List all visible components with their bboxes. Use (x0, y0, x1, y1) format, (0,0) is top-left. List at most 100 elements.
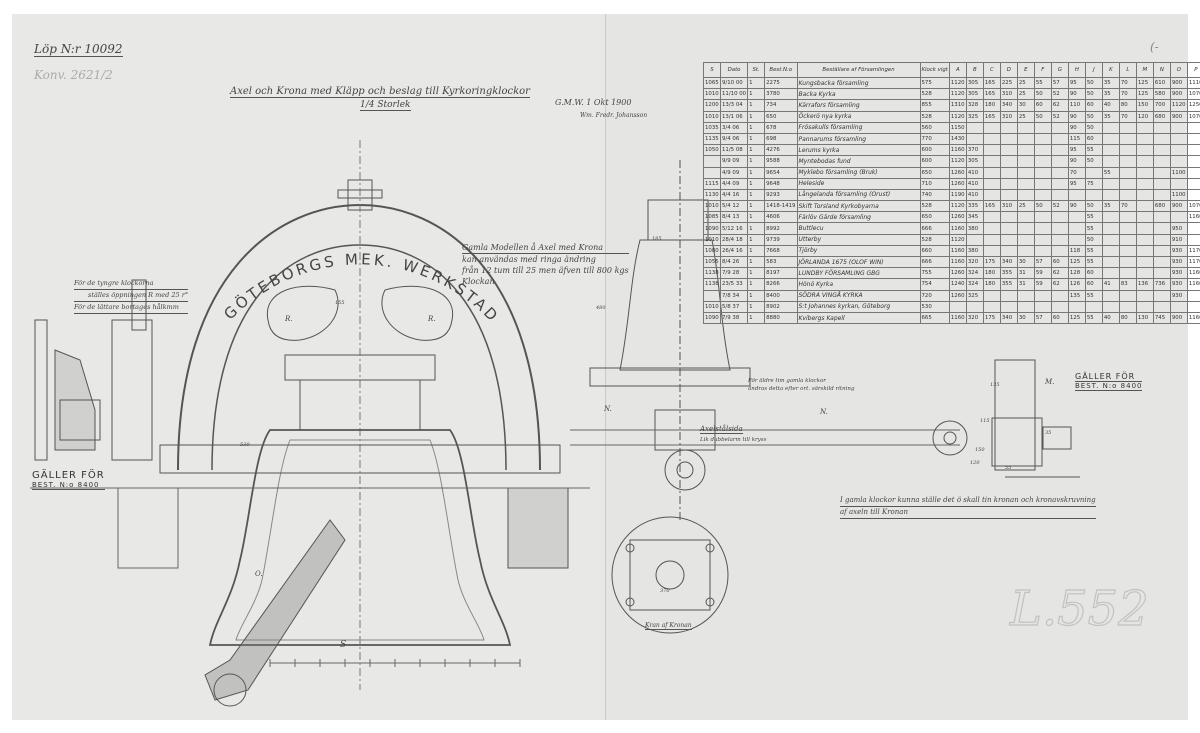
ledger-cell: 678 (764, 121, 798, 134)
ledger-cell: 1115 (703, 177, 721, 190)
ledger-cell: 740 (919, 188, 950, 202)
ledger-cell: 55 (1084, 255, 1103, 269)
ledger-cell: 1120 (948, 88, 967, 101)
ledger-cell (1186, 300, 1200, 313)
ledger-cell (1016, 155, 1035, 168)
ledger-cell: Skift Torsland Kyrkobyarna (796, 200, 921, 213)
ledger-cell: 28/4 18 (719, 233, 749, 246)
ledger-cell (1186, 222, 1200, 235)
ledger-cell (1101, 144, 1120, 157)
ledger-cell: 1010 (703, 110, 721, 123)
ledger-cell: 1100 (1169, 188, 1188, 202)
ledger-cell: 25 (1016, 110, 1035, 123)
ledger-cell: 62 (1050, 278, 1069, 291)
ledger-cell: 1170 (1186, 244, 1200, 258)
crown-view-label: Kran af Kronan (645, 622, 692, 630)
ledger-cell: 666 (919, 255, 950, 269)
ledger-cell: 30 (1016, 255, 1035, 269)
ledger-cell (1050, 233, 1069, 246)
ledger-cell (1186, 233, 1200, 246)
ledger-cell (1169, 177, 1188, 190)
galler-for-left: GÄLLER FÖR BEST. N:o 8400 (32, 470, 105, 490)
ledger-cell: 575 (919, 76, 950, 90)
ledger-cell: 1 (747, 88, 766, 101)
ledger-cell (1033, 155, 1052, 168)
ledger-cell (1152, 211, 1171, 224)
bottom-right-note: I gamla klockor kunna ställe det ö skall… (840, 495, 1096, 519)
ledger-cell: 1080 (703, 244, 721, 258)
ledger-cell: 1418-1419 (764, 200, 798, 213)
ledger-cell: 560 (919, 121, 950, 134)
ledger-cell: 40 (1101, 99, 1120, 112)
ledger-cell (1101, 177, 1120, 190)
ledger-cell: 370 (965, 144, 984, 157)
ledger-cell (1067, 188, 1086, 202)
ledger-cell: 80 (1118, 311, 1137, 325)
ledger-cell (1101, 255, 1120, 269)
ledger-cell: 9/9 09 (719, 155, 749, 168)
ledger-cell (1084, 300, 1103, 313)
signature-date: G.M.W. 1 Okt 1900 (555, 98, 632, 107)
ledger-cell (965, 300, 984, 313)
ledger-cell: 680 (1152, 110, 1171, 123)
ledger-cell: 90 (1067, 88, 1086, 101)
ledger-cell (1169, 300, 1188, 313)
ledger-cell (1050, 211, 1069, 224)
ledger-cell: 355 (999, 278, 1018, 291)
ledger-column-header: C (982, 62, 1001, 78)
ledger-cell (1118, 144, 1137, 157)
bell-outline (159, 354, 561, 646)
ledger-cell: 755 (919, 267, 950, 280)
ledger-cell: Långelanda församling (Orust) (796, 188, 921, 202)
ledger-cell (1118, 155, 1137, 168)
ledger-cell: 355 (999, 267, 1018, 280)
konv-number: Konv. 2621/2 (34, 68, 113, 82)
ledger-cell (1152, 144, 1171, 157)
ledger-cell (1135, 267, 1154, 280)
note-line: från 12 tum till 25 men äfven till 800 k… (462, 266, 629, 275)
axel-label: Axelstålsida (700, 425, 743, 434)
ledger-cell: 130 (1135, 311, 1154, 325)
ledger-cell: 710 (919, 177, 950, 190)
ledger-cell: 165 (982, 200, 1001, 213)
ledger-cell (1067, 233, 1086, 246)
ledger-cell: 180 (982, 267, 1001, 280)
ledger-cell: 115 (1067, 132, 1086, 146)
ledger-cell (999, 244, 1018, 258)
ledger-cell: 650 (764, 110, 798, 123)
ledger-cell (1135, 155, 1154, 168)
ledger-cell: 4606 (764, 211, 798, 224)
note-line: För de lättare bortages hålkmm (74, 302, 189, 314)
ledger-cell: 1260 (948, 211, 967, 224)
ledger-cell: Buttlecu (796, 222, 921, 235)
ledger-cell (1135, 244, 1154, 258)
ledger-cell: 9739 (764, 233, 798, 246)
ledger-cell (703, 289, 721, 302)
ledger-column-header: E (1016, 62, 1035, 78)
ledger-cell: 1130 (703, 188, 721, 202)
ledger-cell (1186, 166, 1200, 179)
ledger-column-header: G (1050, 62, 1069, 78)
ledger-cell: 325 (965, 289, 984, 302)
axel-sub-label: Lik dubbelarm till kryss (700, 437, 767, 443)
ledger-cell: 13/3 04 (719, 99, 749, 112)
ledger-cell: 8880 (764, 311, 798, 325)
ledger-cell: 1150 (948, 121, 967, 134)
ledger-column-header: L (1118, 62, 1137, 78)
ledger-cell: 900 (1169, 200, 1188, 213)
ledger-cell (1135, 300, 1154, 313)
ledger-cell: 35 (1101, 110, 1120, 123)
ledger-cell: 57 (1033, 311, 1052, 325)
ledger-cell: 1200 (703, 99, 721, 112)
ledger-cell: 340 (999, 255, 1018, 269)
ledger-cell (1101, 233, 1120, 246)
ledger-cell: 328 (965, 99, 984, 112)
ledger-cell (1135, 255, 1154, 269)
ledger-cell: 698 (764, 132, 798, 146)
ledger-cell: 30 (1016, 311, 1035, 325)
ledger-column-header: M (1135, 62, 1154, 78)
